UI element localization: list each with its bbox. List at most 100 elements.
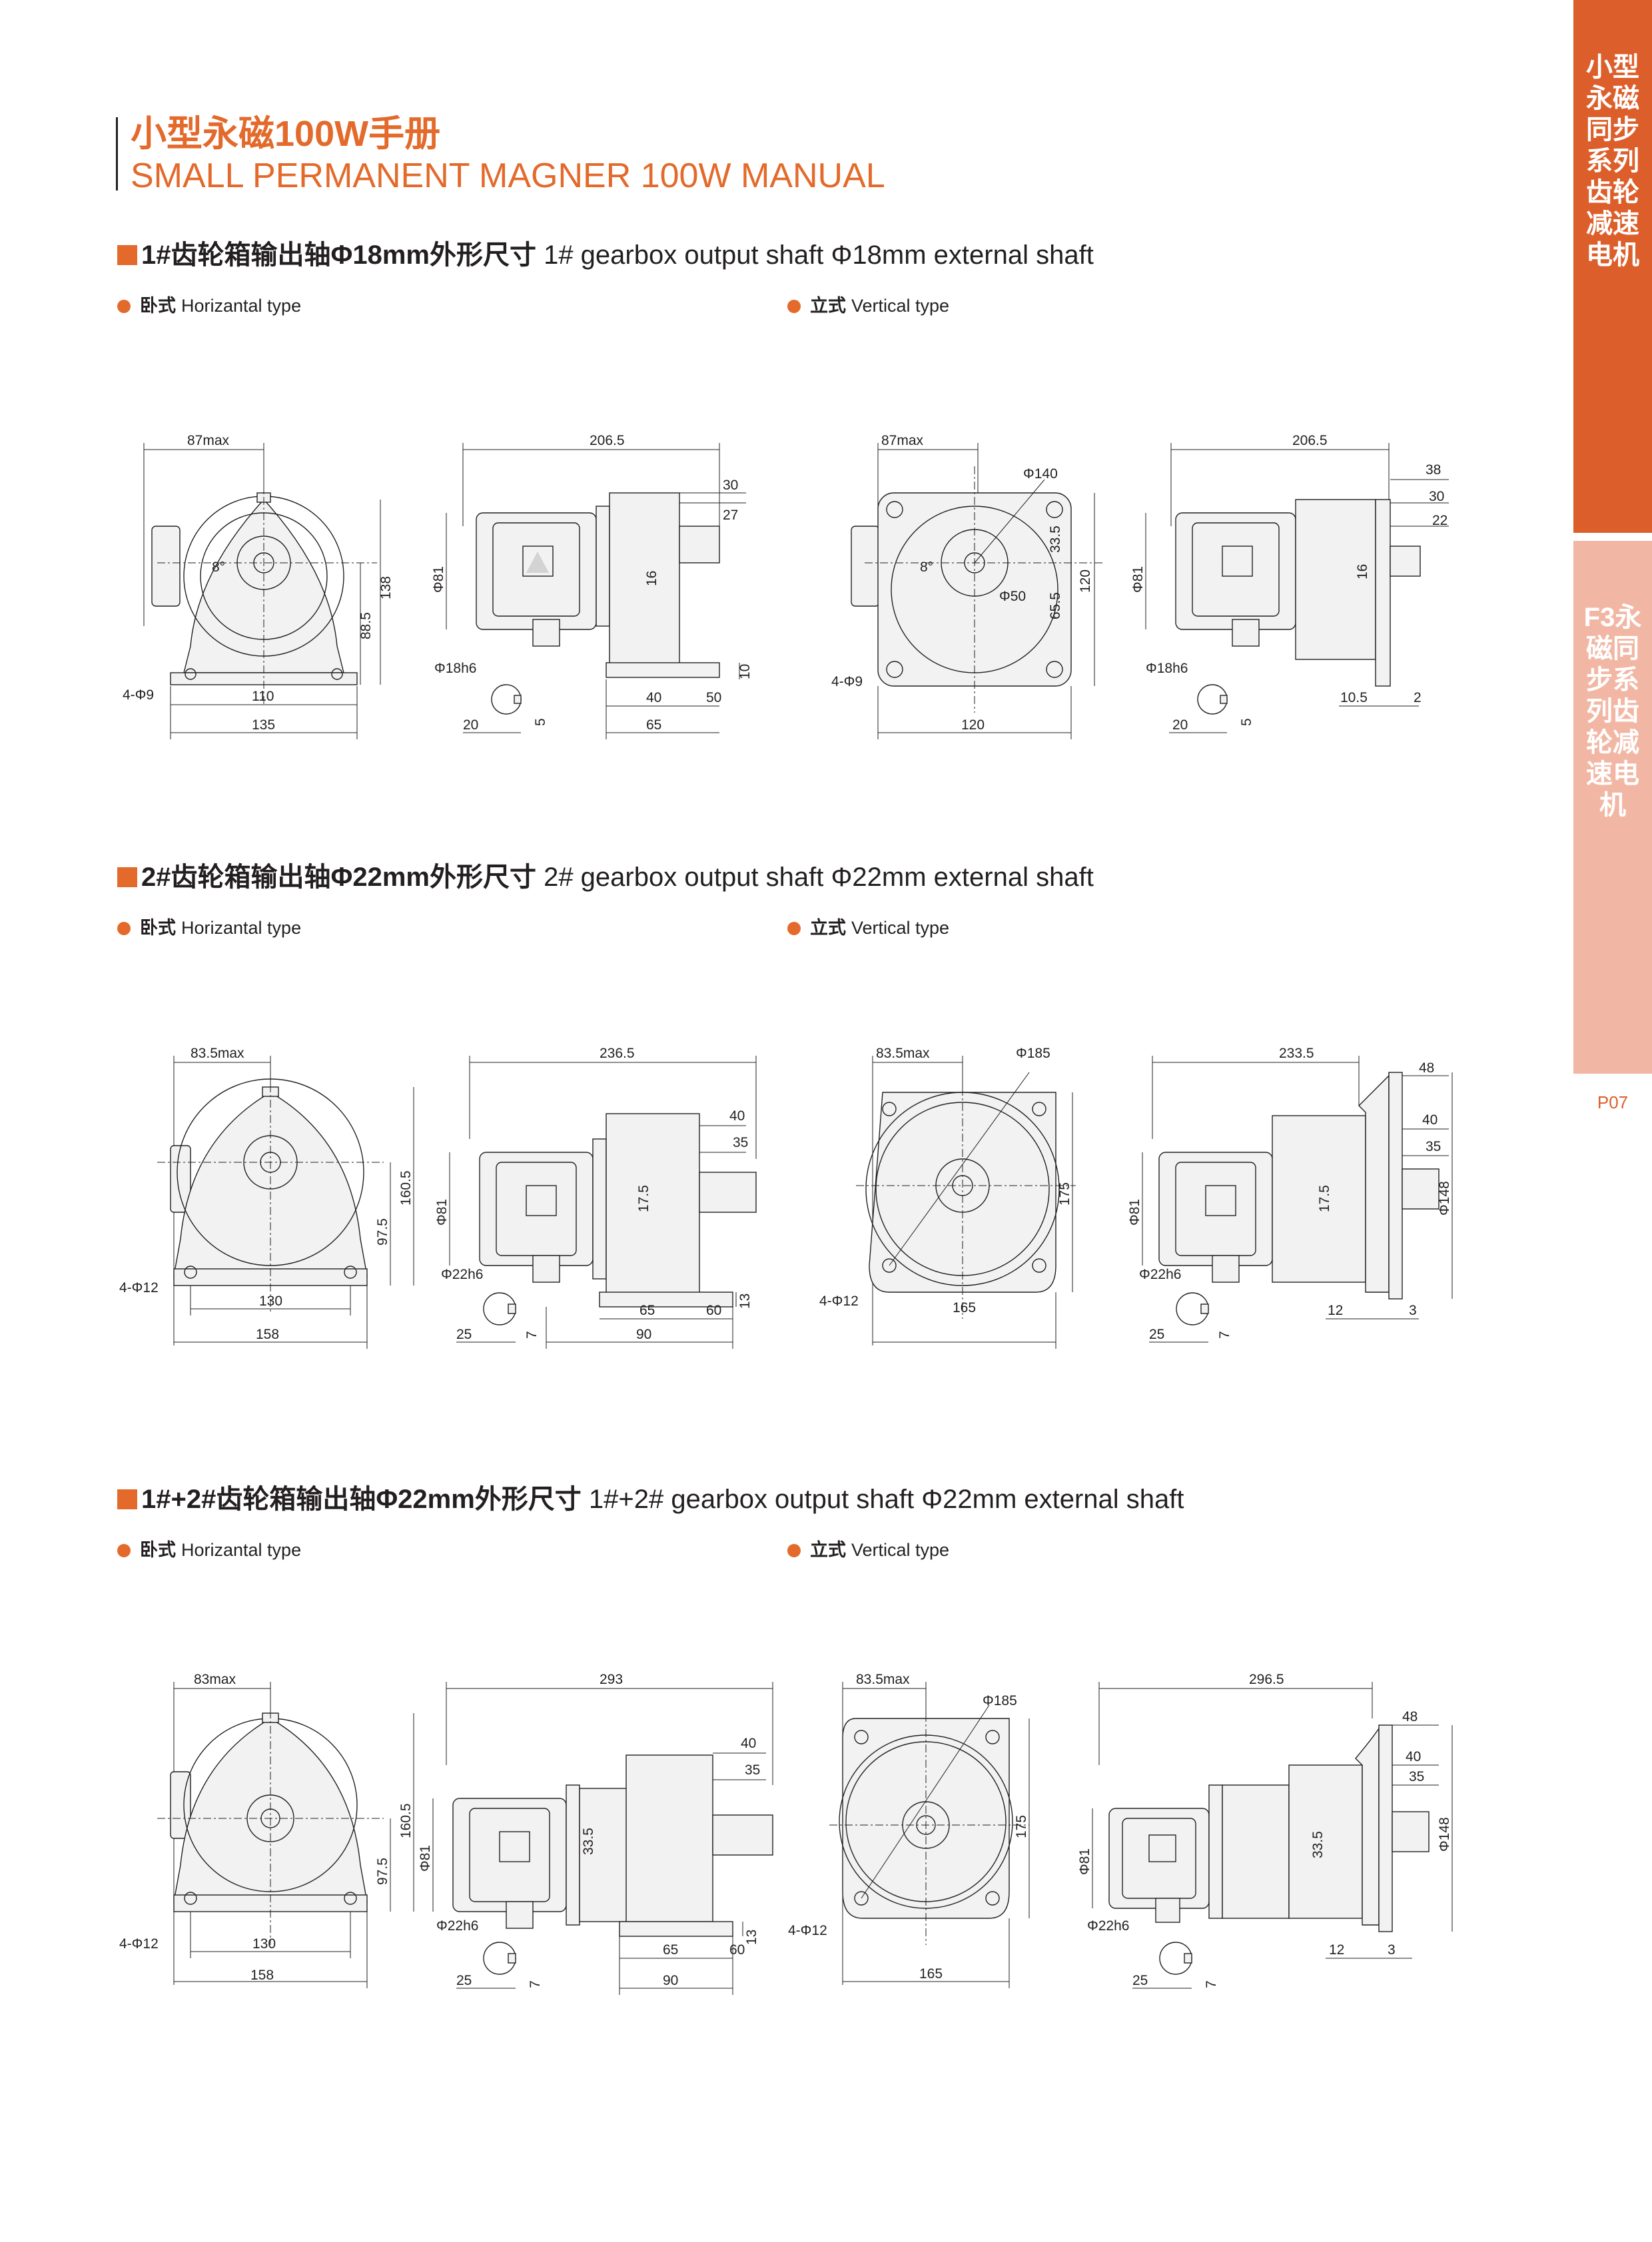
dim-top: 83.5max bbox=[191, 1046, 244, 1061]
dim-key-b: 7 bbox=[524, 1331, 540, 1339]
dim-height: 160.5 bbox=[398, 1803, 414, 1838]
s1-horizontal-side-drawing: 206.5 30 27 Φ81 16 10 40 50 65 Φ18h6 20 … bbox=[431, 433, 753, 739]
dim-pcd: Φ140 bbox=[1023, 466, 1058, 482]
dim-a: 48 bbox=[1419, 1060, 1434, 1076]
dim-holes: 4-Φ12 bbox=[788, 1923, 827, 1938]
dim-b: 40 bbox=[1406, 1749, 1421, 1764]
dim-angle: 8° bbox=[920, 560, 933, 575]
dim-height: 175 bbox=[1014, 1815, 1029, 1838]
dim-foot-a: 40 bbox=[646, 690, 661, 705]
dim-b: 40 bbox=[1422, 1112, 1438, 1128]
dim-center: 97.5 bbox=[375, 1218, 390, 1246]
dim-shaft-h: 33.5 bbox=[1310, 1831, 1326, 1858]
dim-key-dia: Φ22h6 bbox=[1139, 1267, 1181, 1282]
dim-height: 138 bbox=[378, 576, 394, 599]
dot-bullet-icon bbox=[117, 300, 131, 313]
dim-base-outer: 158 bbox=[256, 1327, 279, 1342]
dim-foot-a: 65 bbox=[663, 1942, 678, 1958]
dim-b: 65.5 bbox=[1048, 592, 1063, 619]
dim-length: 236.5 bbox=[600, 1046, 635, 1061]
dim-holes: 4-Φ9 bbox=[123, 687, 154, 703]
dot-bullet-icon bbox=[787, 300, 801, 313]
s3-horizontal-side-drawing: 293 40 35 Φ81 33.5 13 65 60 90 Φ22h6 25 … bbox=[418, 1672, 773, 1995]
section-3-title: 1#+2#齿轮箱输出轴Φ22mm外形尺寸 1#+2# gearbox outpu… bbox=[117, 1483, 1184, 1516]
side-tab-bottom[interactable]: F3永磁同步系列齿轮减速电机 bbox=[1573, 541, 1652, 1074]
dim-pilot: Φ148 bbox=[1437, 1817, 1452, 1852]
dim-angle: 8° bbox=[212, 560, 225, 575]
dim-width: 120 bbox=[961, 717, 985, 733]
dim-flange-a: 10.5 bbox=[1340, 690, 1368, 705]
s2-vertical-front-drawing: 83.5max Φ185 175 165 4-Φ12 bbox=[819, 1046, 1076, 1349]
page-title: 小型永磁100W手册 bbox=[131, 114, 441, 154]
dim-base-inner: 110 bbox=[252, 689, 274, 704]
page-subtitle: SMALL PERMANENT MAGNER 100W MANUAL bbox=[131, 157, 885, 195]
dim-height: 175 bbox=[1057, 1182, 1072, 1206]
dim-flange-a: 12 bbox=[1328, 1303, 1343, 1318]
side-tab-top-label: 小型永磁同步系列齿轮减速电机 bbox=[1586, 53, 1639, 270]
dim-foot-b: 50 bbox=[706, 690, 721, 705]
dim-shaft-a: 40 bbox=[741, 1736, 756, 1751]
dim-foot-h: 13 bbox=[744, 1930, 759, 1945]
dim-shaft-h: 17.5 bbox=[636, 1185, 651, 1212]
dim-foot-h: 10 bbox=[737, 664, 753, 679]
dim-shaft-b: 35 bbox=[745, 1762, 760, 1778]
dim-c: 22 bbox=[1432, 513, 1447, 528]
dim-length: 206.5 bbox=[1292, 433, 1328, 448]
dim-holes: 4-Φ12 bbox=[819, 1294, 859, 1309]
dim-motor-dia: Φ81 bbox=[1127, 1199, 1142, 1226]
dim-key-dia: Φ22h6 bbox=[436, 1918, 478, 1934]
dim-shaft-h: 17.5 bbox=[1317, 1185, 1332, 1212]
dim-c: 35 bbox=[1426, 1139, 1441, 1154]
side-tab-top[interactable]: 小型永磁同步系列齿轮减速电机 bbox=[1573, 0, 1652, 533]
dim-shaft-b: 27 bbox=[723, 508, 738, 523]
dim-pilot: Φ50 bbox=[999, 589, 1026, 604]
dim-key-dia: Φ22h6 bbox=[1087, 1918, 1129, 1934]
dim-key-b: 7 bbox=[1217, 1331, 1232, 1339]
section-2-title: 2#齿轮箱输出轴Φ22mm外形尺寸 2# gearbox output shaf… bbox=[117, 861, 1094, 894]
dim-width: 165 bbox=[953, 1300, 976, 1315]
square-bullet-icon bbox=[117, 245, 137, 265]
dim-top: 83.5max bbox=[856, 1672, 910, 1687]
dim-key-a: 25 bbox=[456, 1973, 472, 1988]
dim-top: 87max bbox=[881, 433, 924, 448]
dim-length: 206.5 bbox=[590, 433, 625, 448]
dim-foot-a: 65 bbox=[639, 1303, 655, 1318]
dim-b: 30 bbox=[1429, 489, 1444, 504]
dot-bullet-icon bbox=[787, 922, 801, 935]
dim-flange-b: 3 bbox=[1409, 1303, 1417, 1318]
dim-key-dia: Φ22h6 bbox=[441, 1267, 483, 1282]
dim-width: 165 bbox=[919, 1966, 943, 1982]
dim-key-b: 7 bbox=[1204, 1980, 1219, 1988]
dim-motor-dia: Φ81 bbox=[418, 1845, 433, 1872]
dim-motor-dia: Φ81 bbox=[431, 566, 446, 593]
dim-length: 293 bbox=[600, 1672, 623, 1687]
dim-holes: 4-Φ12 bbox=[119, 1280, 159, 1296]
dim-foot-b: 60 bbox=[706, 1303, 721, 1318]
dim-shaft-h: 16 bbox=[644, 571, 659, 586]
s2-vertical-side-drawing: 233.5 48 40 35 Φ148 Φ81 17.5 12 3 Φ22h6 … bbox=[1127, 1046, 1453, 1343]
dim-foot-h: 13 bbox=[737, 1294, 753, 1309]
dim-foot-c: 90 bbox=[663, 1973, 678, 1988]
dim-foot-c: 65 bbox=[646, 717, 661, 733]
s1-vertical-front-drawing: 87max Φ140 Φ50 8° 33.5 65.5 120 120 4-Φ9 bbox=[831, 433, 1104, 739]
dim-c: 35 bbox=[1409, 1769, 1424, 1784]
dim-pcd: Φ185 bbox=[983, 1693, 1017, 1708]
dim-a: 33.5 bbox=[1048, 526, 1063, 553]
dim-flange-a: 12 bbox=[1329, 1942, 1344, 1958]
dim-holes: 4-Φ12 bbox=[119, 1936, 159, 1952]
dot-bullet-icon bbox=[787, 1544, 801, 1557]
dim-shaft-h: 33.5 bbox=[581, 1828, 596, 1855]
square-bullet-icon bbox=[117, 1489, 137, 1509]
s2-horizontal-front-drawing: 83.5max 130 158 4-Φ12 160.5 97.5 bbox=[119, 1046, 414, 1349]
dim-length: 296.5 bbox=[1249, 1672, 1284, 1687]
dim-key-a: 25 bbox=[1149, 1327, 1164, 1342]
dim-flange-b: 3 bbox=[1388, 1942, 1396, 1958]
dim-height: 120 bbox=[1078, 569, 1093, 593]
dim-key-b: 5 bbox=[533, 718, 548, 726]
dim-pcd: Φ185 bbox=[1016, 1046, 1050, 1061]
dim-base-inner: 130 bbox=[252, 1936, 276, 1952]
